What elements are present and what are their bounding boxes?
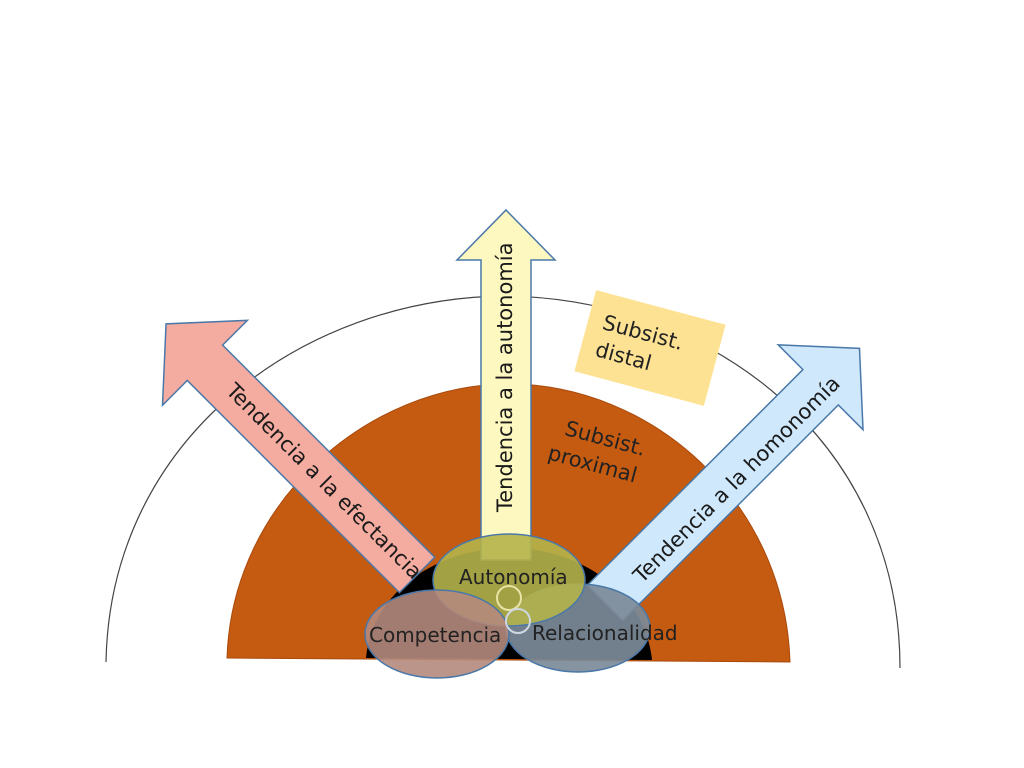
- distal-note: Subsist. distal: [574, 290, 726, 406]
- need-relacionalidad-label: Relacionalidad: [532, 621, 678, 645]
- arrow-autonomia-label: Tendencia a la autonomía: [493, 243, 517, 513]
- arrow-homonomia: [586, 344, 864, 622]
- ellipse-competencia: [364, 589, 510, 679]
- arrow-autonomia-shape: [455, 208, 557, 561]
- arrow-efectancia: [161, 319, 436, 594]
- overlap-mark-top: [496, 585, 522, 611]
- overlap-mark-bottom: [505, 608, 531, 634]
- arrow-homonomia-shape: [586, 344, 864, 622]
- need-autonomia-label: Autonomía: [459, 565, 568, 589]
- need-competencia-label: Competencia: [369, 623, 501, 647]
- arrow-efectancia-shape: [161, 319, 436, 594]
- distal-note-box: [574, 290, 726, 406]
